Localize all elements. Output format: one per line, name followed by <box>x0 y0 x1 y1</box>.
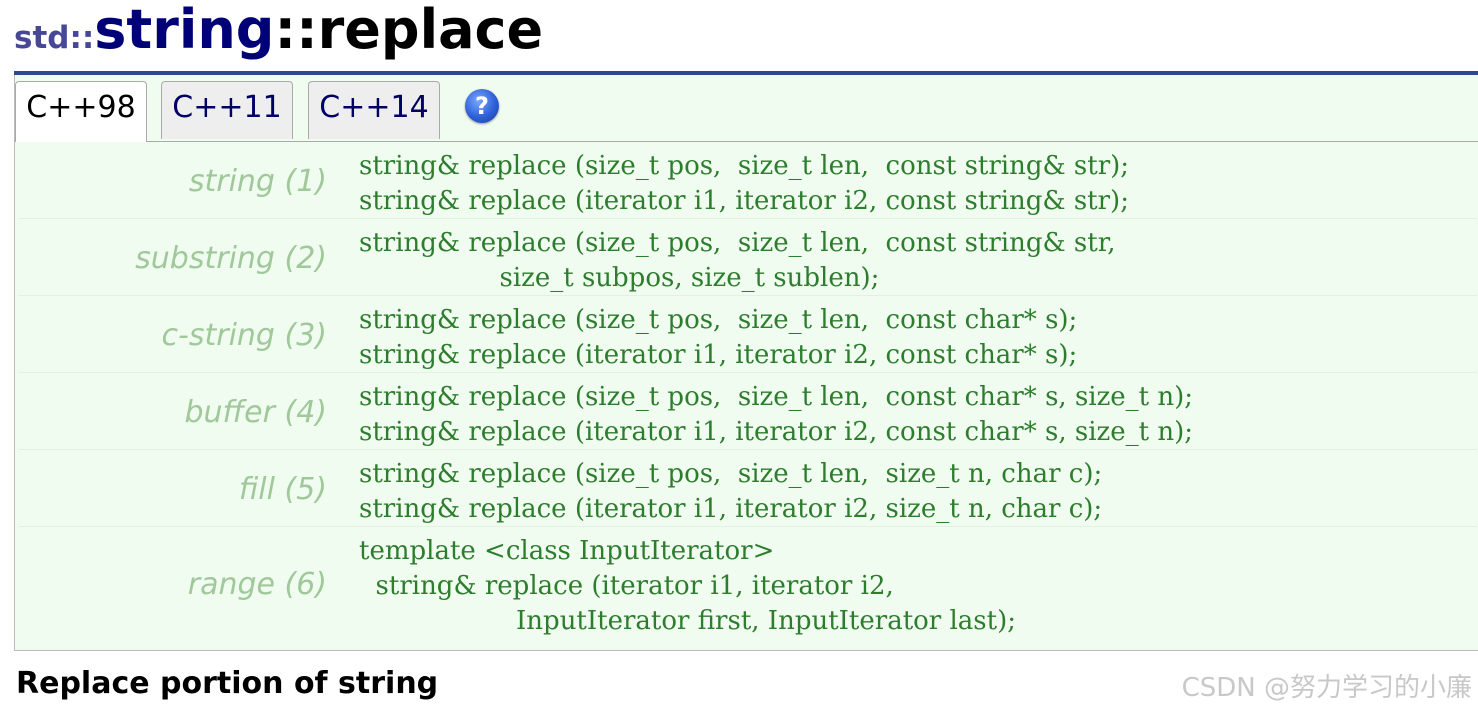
declaration-code: string& replace (size_t pos, size_t len,… <box>359 459 1103 524</box>
declaration-row-range: range (6) template <class InputIterator>… <box>19 527 1477 647</box>
declaration-label: string (1) <box>188 164 327 199</box>
tab-cpp14[interactable]: C++14 <box>308 81 440 139</box>
declaration-panel: C++98 C++11 C++14 ? string (1) string& r… <box>14 75 1478 651</box>
declaration-code: string& replace (size_t pos, size_t len,… <box>359 305 1078 370</box>
page-title: std::string::replace <box>14 0 543 64</box>
declaration-code: string& replace (size_t pos, size_t len,… <box>359 151 1130 216</box>
declarations-table: string (1) string& replace (size_t pos, … <box>15 141 1478 650</box>
declaration-row-c-string: c-string (3) string& replace (size_t pos… <box>19 296 1477 373</box>
title-class-name: string <box>94 0 275 61</box>
declaration-label: range (6) <box>187 567 327 602</box>
watermark: CSDN @努力学习的小廉 <box>1181 673 1472 703</box>
declaration-code: string& replace (size_t pos, size_t len,… <box>359 382 1194 447</box>
title-member: ::replace <box>274 0 544 61</box>
tab-cpp11[interactable]: C++11 <box>161 81 293 139</box>
section-heading: Replace portion of string <box>16 666 439 701</box>
declaration-label: fill (5) <box>238 472 327 507</box>
declaration-row-fill: fill (5) string& replace (size_t pos, si… <box>19 450 1477 527</box>
declaration-code: template <class InputIterator> string& r… <box>359 536 1016 636</box>
title-divider <box>14 71 1478 75</box>
help-icon[interactable]: ? <box>465 89 499 123</box>
version-tabs: C++98 C++11 C++14 ? <box>15 75 1478 142</box>
declaration-row-substring: substring (2) string& replace (size_t po… <box>19 219 1477 296</box>
declaration-label: buffer (4) <box>184 395 327 430</box>
declaration-code: string& replace (size_t pos, size_t len,… <box>359 228 1116 293</box>
declaration-label: c-string (3) <box>161 318 327 353</box>
tab-cpp98[interactable]: C++98 <box>15 81 147 142</box>
declaration-row-buffer: buffer (4) string& replace (size_t pos, … <box>19 373 1477 450</box>
declaration-label: substring (2) <box>135 241 327 276</box>
title-namespace: std:: <box>14 20 95 56</box>
declaration-row-string: string (1) string& replace (size_t pos, … <box>19 142 1477 219</box>
